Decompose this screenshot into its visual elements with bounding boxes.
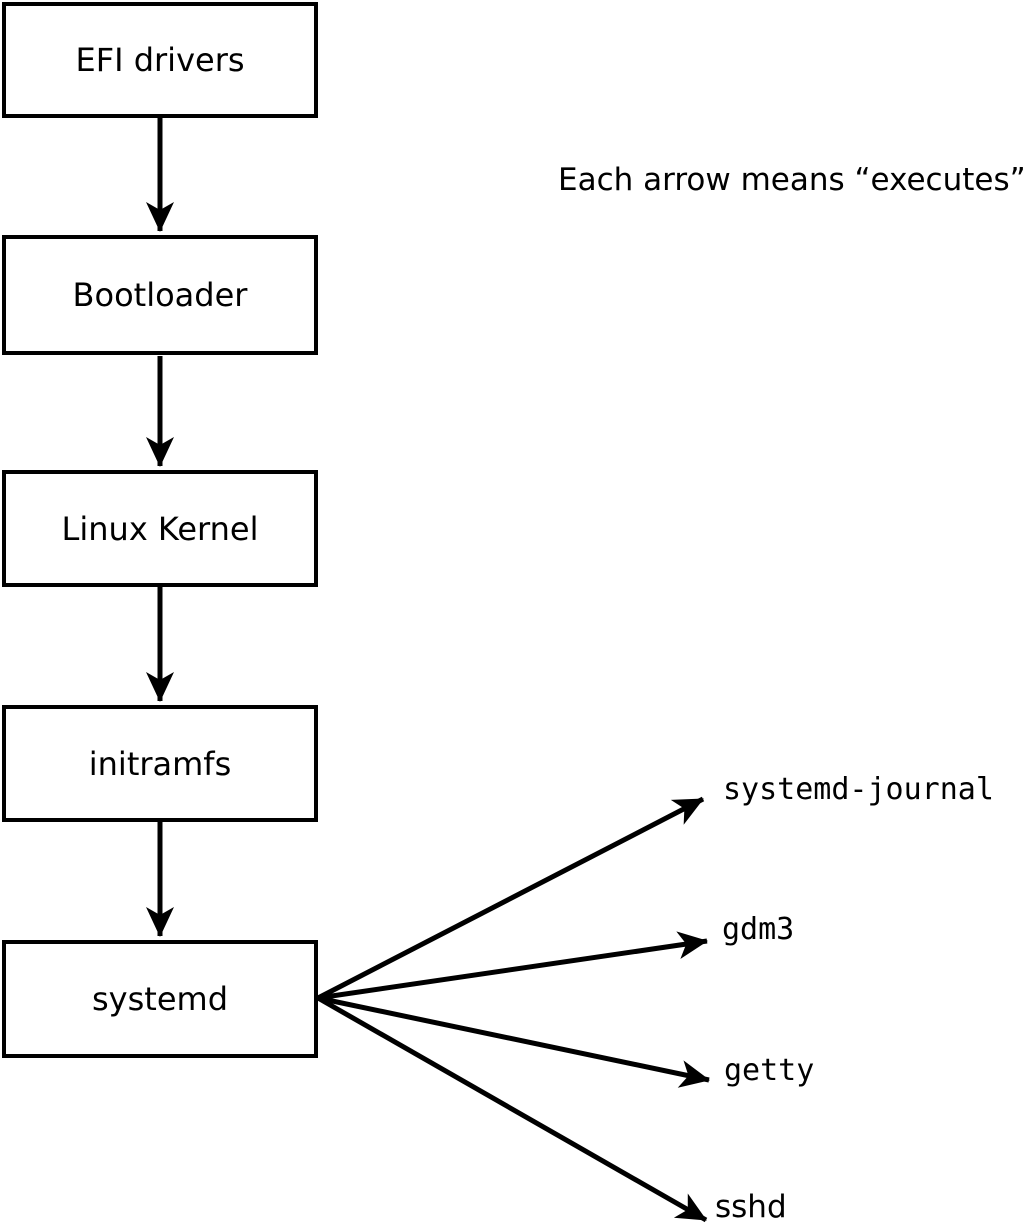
node-efi-drivers: EFI drivers	[2, 2, 318, 118]
node-linux-kernel: Linux Kernel	[2, 470, 318, 587]
arrow-meaning-note: Each arrow means “executes”.	[558, 162, 1023, 198]
process-label-systemd-journal: systemd-journal	[723, 772, 994, 807]
node-bootloader-label: Bootloader	[72, 276, 248, 314]
arrow-systemd-to-gdm3	[317, 931, 708, 1001]
node-efi-drivers-label: EFI drivers	[75, 41, 245, 79]
arrow-systemd-to-journal	[316, 796, 705, 1001]
arrow-systemd-to-sshd	[316, 995, 708, 1223]
node-linux-kernel-label: Linux Kernel	[61, 509, 259, 548]
process-label-getty: getty	[724, 1053, 815, 1088]
node-initramfs-label: initramfs	[88, 744, 232, 783]
node-initramfs: initramfs	[2, 705, 318, 822]
arrow-systemd-to-getty	[317, 995, 710, 1088]
process-label-sshd: sshd	[715, 1189, 787, 1225]
process-label-gdm3: gdm3	[722, 912, 795, 947]
node-bootloader: Bootloader	[2, 235, 318, 355]
node-systemd-label: systemd	[92, 980, 228, 1018]
node-systemd: systemd	[2, 940, 318, 1058]
